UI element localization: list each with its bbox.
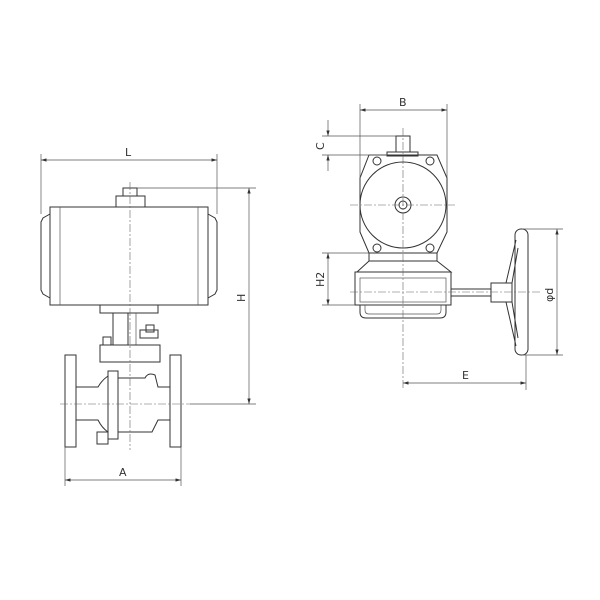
dim-L-label: L: [125, 146, 132, 159]
dim-E-label: E: [462, 369, 469, 382]
dim-H2-label: H2: [314, 272, 327, 287]
dim-B-label: B: [399, 96, 407, 109]
dim-C-label: C: [314, 142, 327, 150]
valve-body: [64, 354, 182, 448]
bracket: [99, 304, 161, 363]
front-view: L H A: [40, 146, 256, 486]
dim-A-label: A: [119, 466, 127, 479]
gearbox: [354, 252, 513, 319]
bolts: [372, 156, 435, 253]
side-view: B C H2 φd E: [314, 96, 563, 390]
dim-d-label: φd: [543, 288, 556, 302]
dim-H-label: H: [235, 294, 248, 302]
actuator-body: [40, 187, 218, 306]
